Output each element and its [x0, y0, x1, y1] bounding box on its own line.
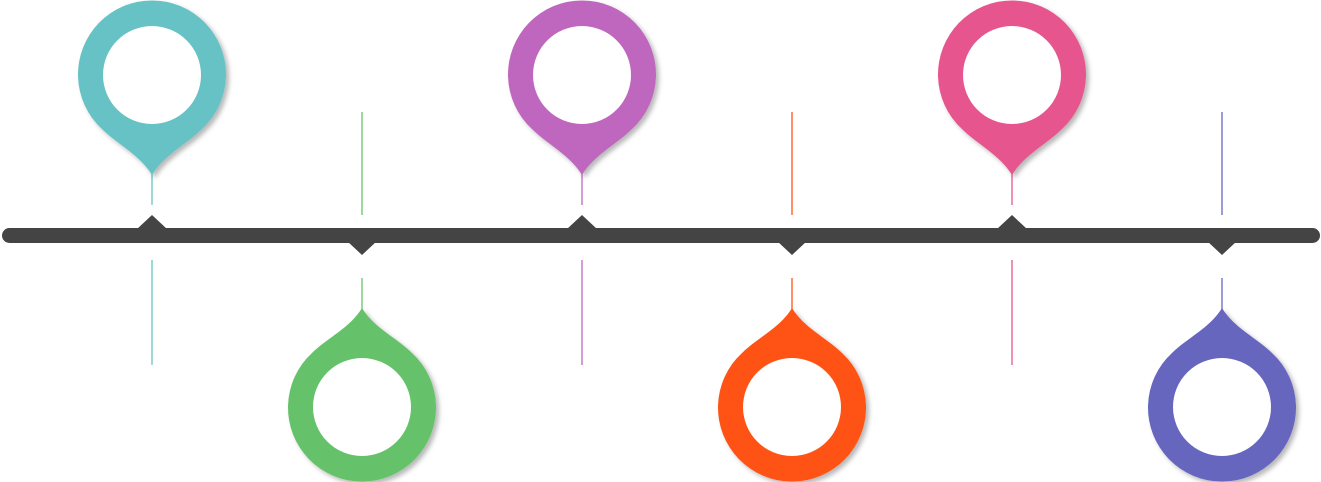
timeline-notch-4: [777, 241, 807, 255]
timeline-notch-5: [997, 215, 1027, 229]
timeline-pins: [78, 0, 1297, 482]
pin-inner-circle: [743, 358, 841, 456]
timeline-main-bar: [2, 228, 1320, 243]
pin-inner-circle: [533, 26, 631, 124]
pin-marker-icon-4: [718, 308, 866, 482]
timeline-lines: [151, 112, 1223, 365]
pin-marker-icon-1: [78, 0, 227, 176]
pin-inner-circle: [1173, 358, 1271, 456]
pin-inner-circle: [963, 26, 1061, 124]
timeline-axis: [2, 228, 1320, 243]
pin-inner-circle: [103, 26, 201, 124]
pin-marker-icon-3: [508, 0, 656, 176]
timeline-notch-6: [1207, 241, 1237, 255]
timeline-notches: [137, 215, 1237, 255]
pin-marker-icon-5: [938, 0, 1086, 175]
timeline-notch-1: [137, 215, 167, 229]
timeline-notch-2: [347, 241, 377, 255]
timeline-notch-3: [567, 215, 597, 229]
pin-marker-icon-2: [288, 308, 437, 482]
pin-inner-circle: [313, 358, 411, 456]
pin-marker-icon-6: [1147, 308, 1297, 482]
